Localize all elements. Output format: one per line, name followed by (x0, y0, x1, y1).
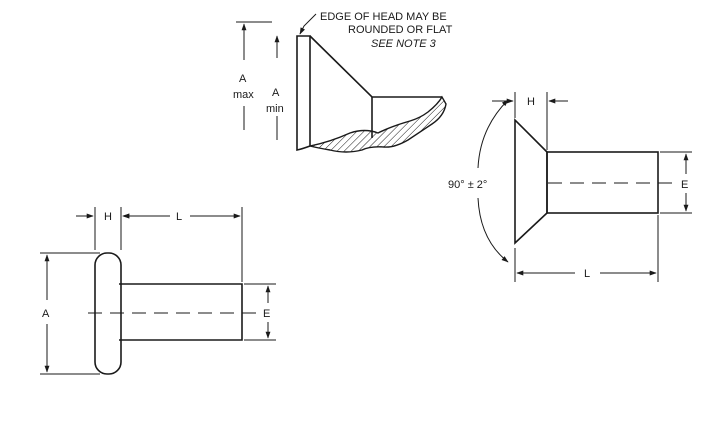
note-line-1: EDGE OF HEAD MAY BE (320, 11, 447, 23)
detail-hatched-section (309, 95, 447, 153)
cs-angle-arc-bottom (477, 197, 509, 263)
cs-e-label: E (681, 179, 688, 191)
rh-h-label: H (104, 211, 112, 223)
cs-angle-arc-top (477, 99, 509, 169)
cs-h-label: H (527, 96, 535, 108)
note-leader-arrow (299, 13, 317, 35)
cs-head-outline (514, 118, 548, 245)
a-min-letter: A (272, 87, 280, 99)
rh-a-label: A (42, 308, 50, 320)
cs-l-label: L (584, 268, 590, 280)
a-max-word: max (233, 89, 254, 101)
rh-e-label: E (263, 308, 270, 320)
detail-head-outline (296, 35, 311, 151)
note-line-3: SEE NOTE 3 (371, 38, 437, 50)
cs-angle-label: 90° ± 2° (448, 179, 487, 191)
countersunk-rivet-view: H E L 90° ± 2° (448, 92, 692, 282)
round-head-rivet-view: H L A E (40, 207, 276, 375)
rh-l-label: L (176, 211, 182, 223)
a-max-letter: A (239, 73, 247, 85)
a-min-word: min (266, 103, 284, 115)
head-edge-detail: EDGE OF HEAD MAY BE ROUNDED OR FLAT SEE … (233, 11, 453, 153)
rh-shank (119, 283, 243, 341)
note-line-2: ROUNDED OR FLAT (348, 24, 453, 36)
